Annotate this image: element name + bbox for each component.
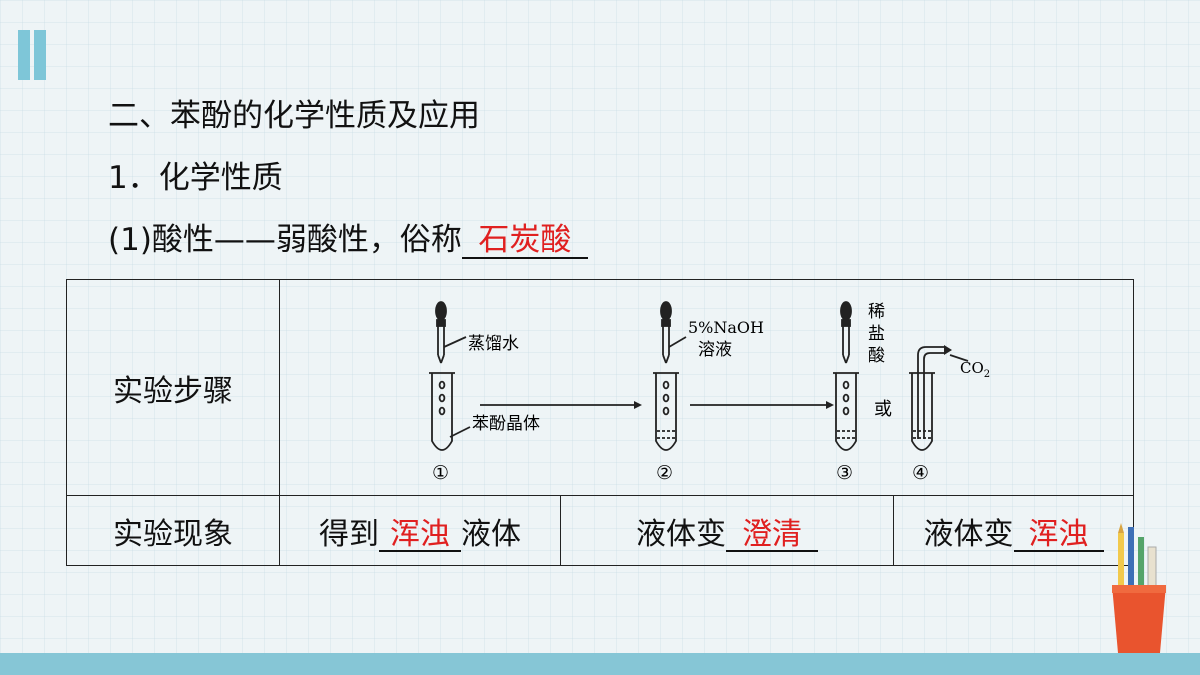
observations-header: 实验现象 [66, 495, 280, 566]
step2-label: ② [656, 462, 673, 484]
experiment-table: 实验步骤 [66, 279, 1134, 566]
step4-label: ④ [912, 462, 929, 484]
answer-blank: 石炭酸 [461, 224, 588, 259]
reagent3-char3: 酸 [868, 346, 885, 366]
test-tube-2 [653, 371, 679, 451]
bottom-strip [0, 653, 1200, 675]
decorative-bar [18, 30, 30, 80]
reagent3-char1: 稀 [868, 302, 885, 322]
step1-label: ① [432, 462, 449, 484]
observation-2: 液体变澄清 [560, 495, 894, 566]
answer-blank: 澄清 [726, 518, 818, 552]
dropper-1 [435, 300, 447, 363]
observation-1: 得到浑浊液体 [279, 495, 561, 566]
arrow-head [826, 400, 834, 409]
reagent3-char2: 盐 [868, 324, 885, 344]
test-tube-3 [833, 371, 859, 451]
decorative-bar [34, 30, 46, 80]
answer-blank: 浑浊 [379, 518, 461, 552]
solid-label: 苯酚晶体 [472, 414, 540, 434]
experiment-diagram: 蒸馏水 5%NaOH 溶液 稀 盐 酸 苯酚晶体 或 CO2 ① ② ③ ④ [429, 300, 990, 484]
reagent2-label-line2: 溶液 [698, 340, 732, 360]
test-tube-4 [909, 371, 935, 451]
observation-3: 液体变浑浊 [893, 495, 1134, 566]
pencil-cup-icon [1112, 523, 1166, 653]
reagent2-label-line1: 5%NaOH [688, 318, 764, 337]
answer-blank: 浑浊 [1013, 518, 1104, 552]
arrow-head [944, 344, 952, 355]
steps-header: 实验步骤 [66, 279, 280, 496]
step3-label: ③ [836, 462, 853, 484]
subsection-heading: 1．化学性质 [108, 160, 283, 196]
or-label: 或 [874, 399, 892, 420]
gas-label: CO2 [960, 359, 990, 380]
dropper-2 [660, 300, 672, 363]
dropper-3 [840, 300, 852, 363]
steps-diagram-cell: 蒸馏水 5%NaOH 溶液 稀 盐 酸 苯酚晶体 或 CO2 ① ② ③ ④ [279, 279, 1134, 496]
acidity-line: (1)酸性——弱酸性，俗称石炭酸 [108, 214, 588, 259]
section-heading: 二、苯酚的化学性质及应用 [108, 98, 480, 134]
reagent1-label: 蒸馏水 [468, 334, 519, 354]
gas-delivery-tube [917, 345, 944, 439]
arrow-head [634, 400, 642, 409]
test-tube-1 [429, 371, 455, 451]
acidity-prefix: (1)酸性——弱酸性，俗称 [108, 222, 462, 258]
